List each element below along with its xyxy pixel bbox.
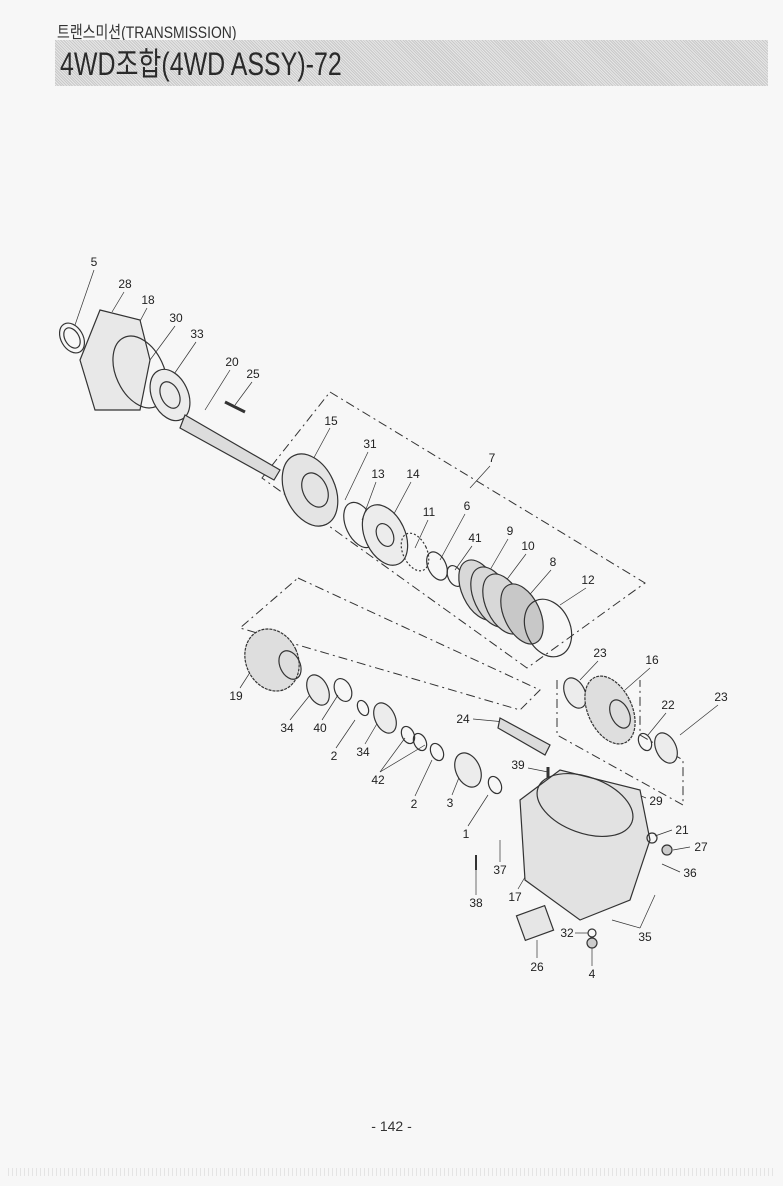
- title-band: [55, 40, 768, 86]
- part-42-shim: [400, 725, 416, 745]
- part-2-ring: [356, 699, 370, 717]
- part-14-piston: [361, 504, 409, 566]
- part-18-cover: [79, 309, 151, 411]
- callout: 3: [446, 796, 454, 810]
- callout: 40: [313, 721, 327, 735]
- assembly-right-outline: [556, 680, 684, 806]
- callout: 19: [229, 689, 243, 703]
- callout: 14: [406, 467, 420, 481]
- callout: 9: [506, 524, 514, 538]
- callout: 41: [468, 531, 482, 545]
- part-4-plug: [586, 937, 598, 949]
- part-1-ring: [487, 775, 503, 795]
- callout: 23: [593, 646, 607, 660]
- callout: 39: [511, 758, 525, 772]
- part-23-bearing: [563, 677, 587, 709]
- assembly-lower-outline: [238, 577, 541, 711]
- callout: 12: [581, 573, 595, 587]
- callout: 28: [118, 277, 132, 291]
- callout: 5: [90, 255, 98, 269]
- page-number: - 142 -: [371, 1118, 412, 1134]
- callout: 33: [190, 327, 204, 341]
- callout: 20: [225, 355, 239, 369]
- callout: 29: [649, 794, 663, 808]
- callout: 34: [280, 721, 294, 735]
- callout: 32: [560, 926, 574, 940]
- callout: 35: [638, 930, 652, 944]
- part-34-bearing: [306, 674, 330, 706]
- part-42-shim-b: [412, 732, 428, 752]
- section-heading: 트랜스미션(TRANSMISSION): [57, 23, 237, 42]
- part-12-snap-ring: [523, 598, 573, 658]
- callout: 21: [675, 823, 689, 837]
- callout: 26: [530, 960, 544, 974]
- callout: 2: [330, 749, 338, 763]
- part-21-washer: [646, 832, 658, 844]
- part-33-bearing: [149, 368, 191, 422]
- callout: 22: [661, 698, 675, 712]
- callout: 13: [371, 467, 385, 481]
- part-23-bearing-b: [654, 732, 678, 764]
- part-40-ring: [333, 678, 353, 702]
- part-2-ring-b: [429, 742, 445, 762]
- part-29-gasket: [536, 773, 634, 837]
- part-8-plate: [500, 583, 544, 645]
- part-16-gear: [584, 675, 636, 745]
- part-3-bearing: [454, 752, 482, 788]
- callout: 10: [521, 539, 535, 553]
- callout: 30: [169, 311, 183, 325]
- page-title: 4WD조합(4WD ASSY)-72: [60, 46, 342, 82]
- part-27-nut: [661, 844, 673, 856]
- callout: 24: [456, 712, 470, 726]
- scan-artifact-strip: [8, 1168, 775, 1176]
- callout: 2: [410, 797, 418, 811]
- callout: 25: [246, 367, 260, 381]
- part-26-solenoid: [515, 904, 555, 942]
- assembly-7-outline: [261, 391, 646, 669]
- part-6-washer: [426, 551, 448, 581]
- part-22-ring: [637, 732, 653, 752]
- callout: 18: [141, 293, 155, 307]
- callout: 7: [488, 451, 496, 465]
- part-11-spring: [400, 532, 430, 572]
- callout: 16: [645, 653, 659, 667]
- callout: 11: [422, 505, 436, 519]
- part-34-bearing-b: [373, 702, 397, 734]
- callout: 15: [324, 414, 338, 428]
- part-20-shaft: [179, 414, 281, 481]
- callout: 38: [469, 896, 483, 910]
- part-25-key: [224, 400, 246, 414]
- callout: 1: [462, 827, 470, 841]
- part-17-housing: [519, 769, 651, 921]
- part-24-shaft: [497, 717, 551, 756]
- part-15-hub: [281, 453, 339, 527]
- callout: 37: [493, 863, 507, 877]
- callout: 31: [363, 437, 377, 451]
- callout: 23: [714, 690, 728, 704]
- callout: 36: [683, 866, 697, 880]
- callout: 6: [463, 499, 471, 513]
- part-19-gear: [244, 628, 302, 692]
- part-32-washer: [587, 928, 597, 938]
- callout: 34: [356, 745, 370, 759]
- callout: 27: [694, 840, 708, 854]
- callout: 8: [549, 555, 557, 569]
- part-5-seal: [58, 322, 86, 354]
- callout: 4: [588, 967, 596, 981]
- callout: 42: [371, 773, 385, 787]
- callout: 17: [508, 890, 522, 904]
